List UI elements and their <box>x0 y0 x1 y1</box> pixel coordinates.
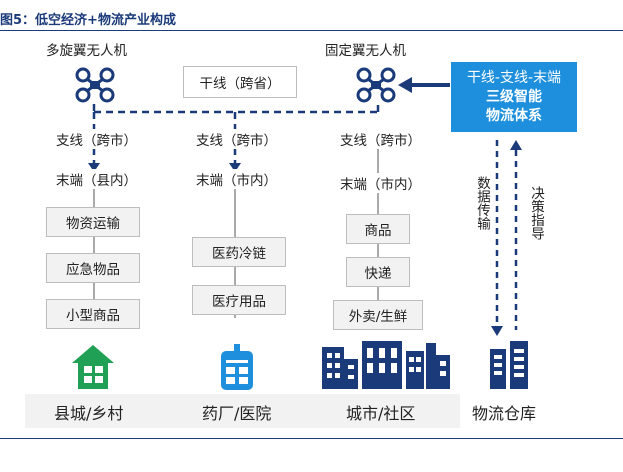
trunk-route-box: 干线（跨省） <box>183 66 297 98</box>
col1-item: 物资运输 <box>46 207 140 237</box>
bottom-rule <box>0 438 623 439</box>
col2-item-label: 医药冷链 <box>212 246 266 262</box>
three-tier-system-box: 干线-支线-末端 三级智能 物流体系 <box>451 62 577 132</box>
col3-item-label: 商品 <box>364 223 392 239</box>
col3-item-label: 外卖/生鲜 <box>348 309 408 325</box>
system-line-3: 物流体系 <box>486 107 542 124</box>
col2-item-label: 医疗用品 <box>212 294 266 310</box>
col1-item-label: 小型商品 <box>66 308 120 324</box>
col3-branch-label: 支线（跨市） <box>338 129 423 149</box>
multi-rotor-drone-icon <box>75 67 115 103</box>
warehouse-label: 物流仓库 <box>472 404 537 423</box>
col3-item: 外卖/生鲜 <box>333 300 423 330</box>
col2-branch-label: 支线（跨市） <box>194 129 279 149</box>
destination-hospital: 药厂/医院 <box>202 404 272 423</box>
fixed-wing-drone-label: 固定翼无人机 <box>325 43 406 59</box>
col3-terminal-label: 末端（市内） <box>338 173 423 193</box>
system-to-drone-arrow <box>398 77 450 93</box>
city-buildings-icon <box>322 341 450 389</box>
decision-guidance-label: 决策指导 <box>528 186 544 240</box>
col2-item: 医药冷链 <box>192 237 286 267</box>
destination-city: 城市/社区 <box>346 404 416 423</box>
col1-item: 应急物品 <box>46 253 140 283</box>
col3-item: 快递 <box>346 257 410 287</box>
system-line-1: 干线-支线-末端 <box>466 69 562 86</box>
title-rule <box>0 30 623 31</box>
destination-rural: 县城/乡村 <box>54 404 124 423</box>
hospital-building-icon <box>221 344 253 390</box>
fixed-wing-drone-icon <box>356 67 396 103</box>
multi-rotor-drone-label: 多旋翼无人机 <box>46 43 127 59</box>
system-line-2: 三级智能 <box>486 88 542 105</box>
col2-terminal-label: 末端（市内） <box>194 169 279 189</box>
rural-house-icon <box>72 345 114 389</box>
col1-item-label: 物资运输 <box>66 216 120 232</box>
trunk-route-label: 干线（跨省） <box>199 76 281 92</box>
data-transmission-label: 数据传输 <box>474 176 490 230</box>
col3-item-label: 快递 <box>364 266 392 282</box>
destination-bar <box>25 394 460 428</box>
figure-title: 图5：低空经济+物流产业构成 <box>0 13 176 28</box>
col1-item: 小型商品 <box>46 299 140 329</box>
col1-item-label: 应急物品 <box>66 262 120 278</box>
col1-terminal-label: 末端（县内） <box>54 169 139 189</box>
col3-item: 商品 <box>346 214 410 244</box>
col1-branch-label: 支线（跨市） <box>54 129 139 149</box>
warehouse-building-icon <box>490 341 528 389</box>
col2-item: 医疗用品 <box>192 285 286 315</box>
